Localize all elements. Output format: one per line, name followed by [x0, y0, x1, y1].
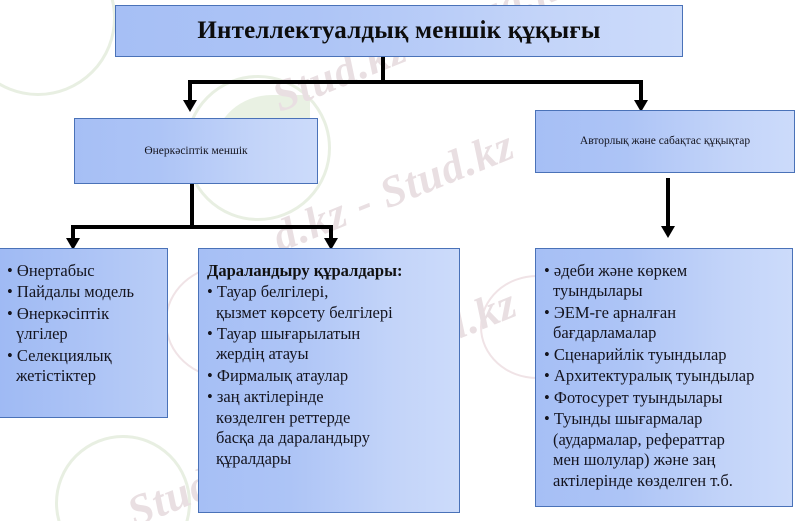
leaf-right-list: әдеби және көркем туындылары ЭЕМ-ге арна… [544, 261, 782, 491]
title-label: Интеллектуалдық меншік құқығы [197, 17, 601, 44]
connector-right-branch-stem [666, 178, 670, 230]
leaf-middle-header: Дараландыру құралдары: [207, 261, 403, 280]
branch-left-label: Өнеркәсіптік меншік [144, 144, 248, 157]
list-item: Туынды шығармалар (аудармалар, рефератта… [544, 409, 782, 491]
connector-top-bus [188, 80, 643, 84]
list-item: Фирмалық атаулар [207, 366, 449, 386]
list-item: ЭЕМ-ге арналған бағдарламалар [544, 303, 782, 344]
connector-leaf-left-drop [71, 225, 75, 243]
arrow-to-leaf-left [66, 238, 80, 250]
arrow-to-leaf-middle [324, 238, 338, 250]
title-box: Интеллектуалдық меншік құқығы [115, 5, 683, 57]
connector-left-bus [71, 225, 333, 229]
list-item: Өнеркәсіптік үлгілер [7, 304, 157, 345]
arrow-to-right-branch [634, 100, 648, 112]
list-item: Архитектуралық туындылар [544, 366, 782, 386]
branch-right-label: Авторлық және сабақтас құқықтар [579, 135, 751, 148]
list-item: Пайдалы модель [7, 282, 157, 302]
connector-left-branch-stem [190, 183, 194, 228]
connector-title-stem [381, 56, 385, 83]
connector-leaf-middle-drop [329, 225, 333, 243]
branch-box-industrial-property: Өнеркәсіптік меншік [74, 118, 318, 184]
list-item: Өнертабыс [7, 261, 157, 281]
list-item: Сценарийлік туындылар [544, 345, 782, 365]
leaf-left-list: Өнертабыс Пайдалы модель Өнеркәсіптік үл… [7, 261, 157, 387]
leaf-box-industrial-objects: Өнертабыс Пайдалы модель Өнеркәсіптік үл… [0, 248, 168, 418]
leaf-middle-list: Тауар белгілері, қызмет көрсету белгілер… [207, 282, 449, 469]
watermark-ring-icon [0, 0, 116, 96]
list-item: Тауар шығарылатын жердің атауы [207, 324, 449, 365]
list-item: Фотосурет туындылары [544, 388, 782, 408]
leaf-box-copyright-objects: әдеби және көркем туындылары ЭЕМ-ге арна… [535, 248, 793, 507]
list-item: Тауар белгілері, қызмет көрсету белгілер… [207, 282, 449, 323]
branch-box-copyright: Авторлық және сабақтас құқықтар [535, 110, 795, 173]
list-item: заң актілерінде көзделген реттерде басқа… [207, 387, 449, 469]
arrow-to-leaf-right [661, 226, 675, 238]
connector-right-drop [639, 80, 643, 103]
arrow-to-left-branch [183, 100, 197, 112]
list-item: Селекциялық жетістіктер [7, 346, 157, 387]
watermark-ring-icon [55, 435, 191, 521]
connector-left-drop [188, 80, 192, 103]
leaf-box-individualization-means: Дараландыру құралдары: Тауар белгілері, … [198, 248, 460, 513]
list-item: әдеби және көркем туындылары [544, 261, 782, 302]
